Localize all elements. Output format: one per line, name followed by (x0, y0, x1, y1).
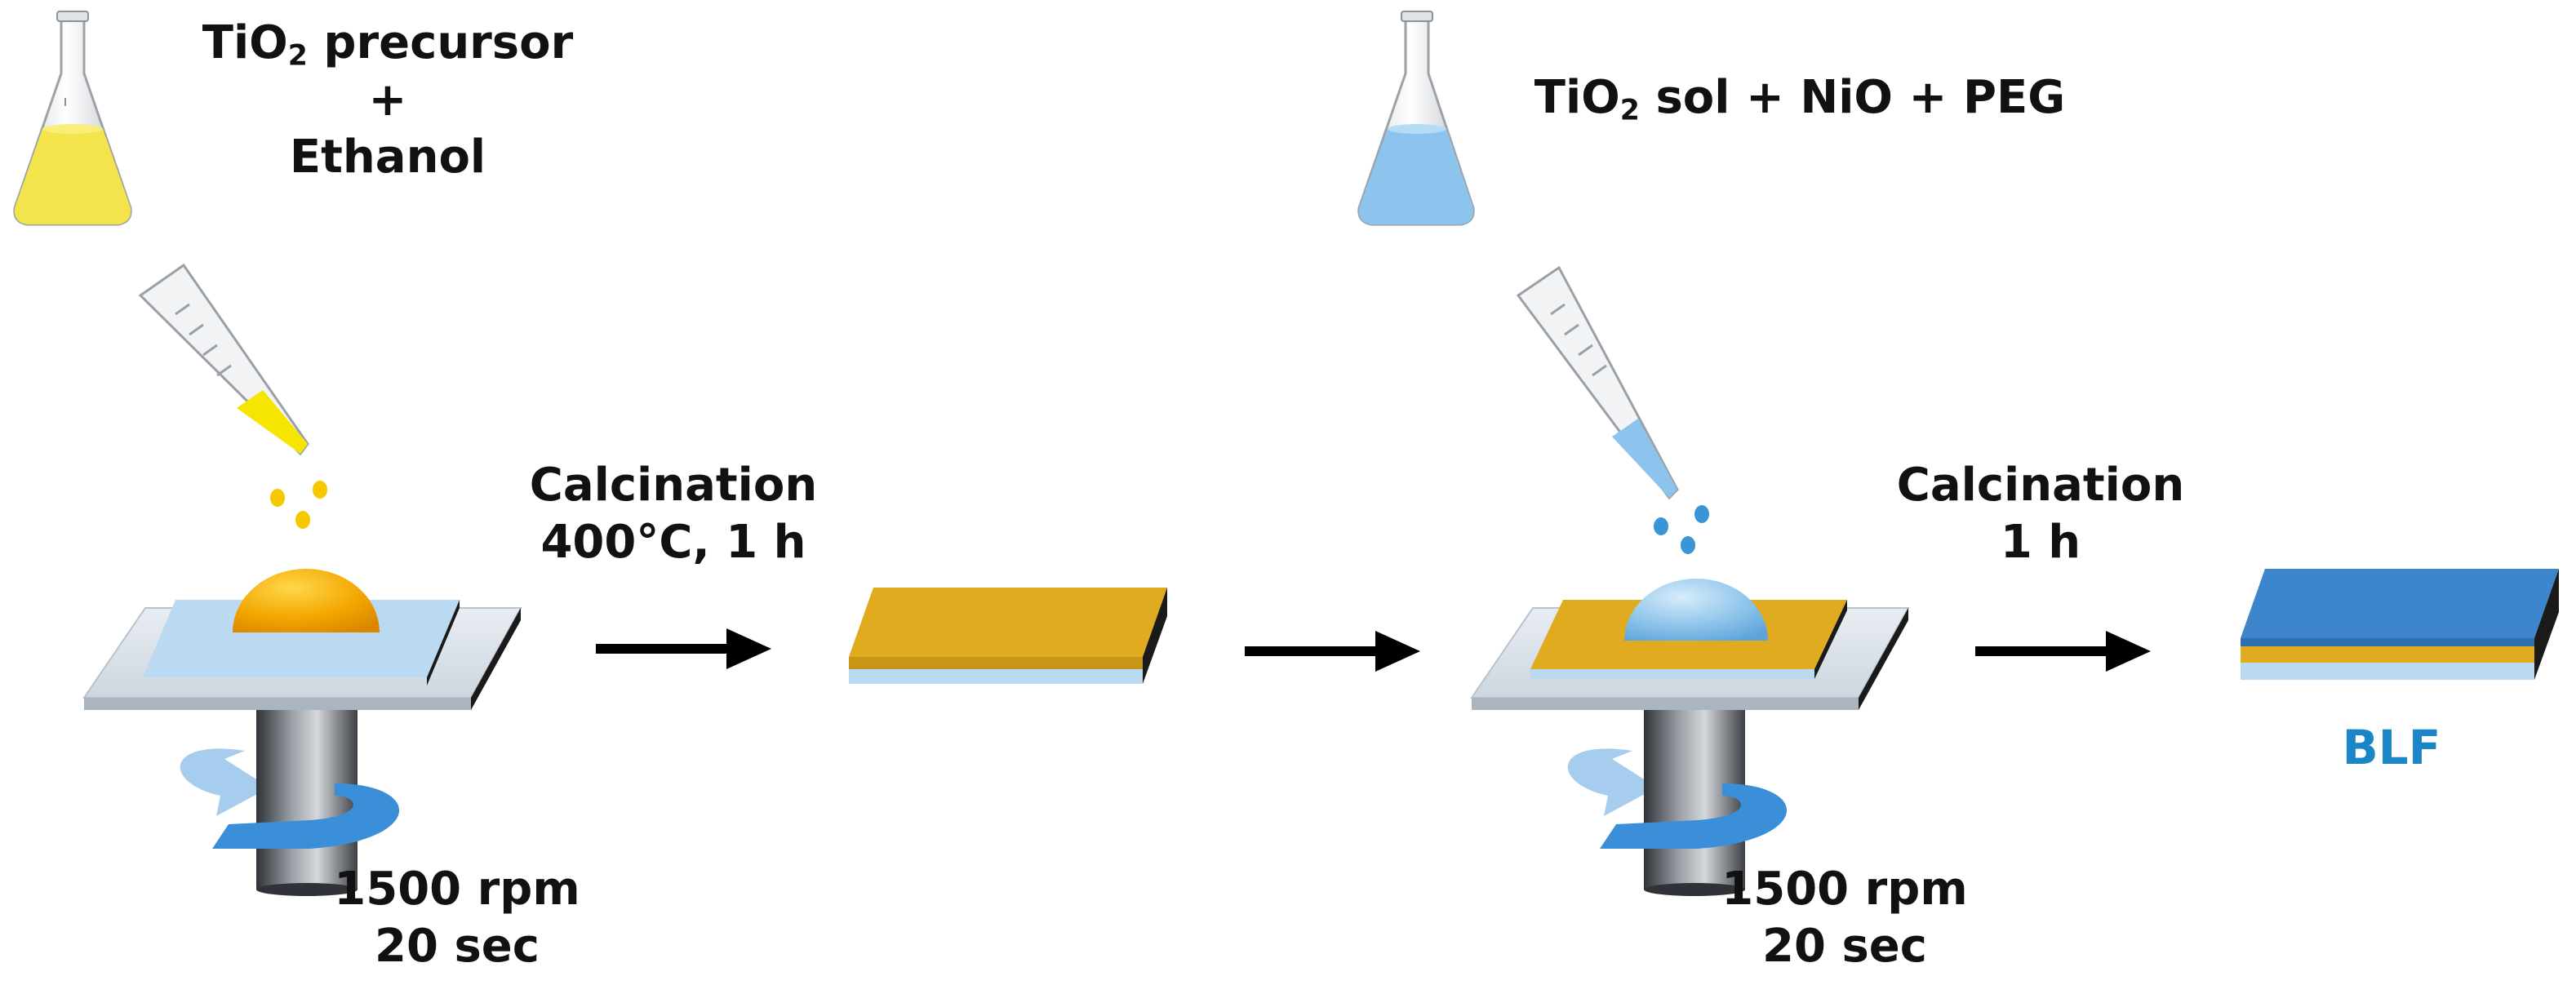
calcination-condition-1: 400°C, 1 h (540, 516, 806, 569)
solvent-label: Ethanol (289, 131, 486, 184)
calcination-title-1: Calcination (529, 459, 818, 512)
precursor-subscript: 2 (287, 39, 308, 73)
droplet-icon (1654, 505, 1709, 554)
calcination-title-2: Calcination (1896, 459, 2185, 512)
spin-params-2: 1500 rpm 20 sec (1702, 861, 1988, 975)
process-arrow-icon (1975, 631, 2151, 672)
rotation-arrow-icon (1600, 783, 1788, 849)
calcination-label-2: Calcination 1 h (1861, 457, 2220, 571)
calcination-label-1: Calcination 400°C, 1 h (490, 457, 857, 571)
precursor-suffix: precursor (307, 16, 574, 69)
process-arrow-icon (596, 628, 771, 669)
process-arrow-icon (1245, 631, 1420, 672)
droplet-icon (270, 481, 327, 529)
rotation-arrow-icon (180, 748, 269, 816)
sol-prefix: TiO (1534, 71, 1620, 124)
rotation-arrow-icon (212, 783, 400, 849)
spin-speed-1: 1500 rpm (334, 863, 580, 916)
film-stack-icon (849, 588, 1167, 684)
spin-speed-2: 1500 rpm (1721, 863, 1968, 916)
spin-coater-icon (1470, 579, 1910, 896)
spin-coater-icon (82, 569, 522, 896)
sol-label: TiO2 sol + NiO + PEG (1514, 69, 2085, 126)
pipette-icon (1516, 265, 1679, 500)
sol-suffix: sol + NiO + PEG (1639, 71, 2066, 124)
flask-icon (13, 11, 132, 226)
precursor-prefix: TiO (202, 16, 288, 69)
pipette-icon (138, 263, 309, 456)
precursor-label: TiO2 precursor + Ethanol (188, 15, 588, 186)
calcination-condition-2: 1 h (2000, 516, 2081, 569)
spin-time-1: 20 sec (375, 920, 540, 973)
blf-label: BLF (2342, 720, 2441, 775)
film-stack-icon (2241, 569, 2559, 680)
spin-time-2: 20 sec (1762, 920, 1927, 973)
plus-sign: + (368, 73, 407, 126)
rotation-arrow-icon (1567, 748, 1657, 816)
sol-subscript: 2 (1619, 94, 1640, 127)
flask-icon (1357, 11, 1475, 226)
spin-params-1: 1500 rpm 20 sec (314, 861, 600, 975)
